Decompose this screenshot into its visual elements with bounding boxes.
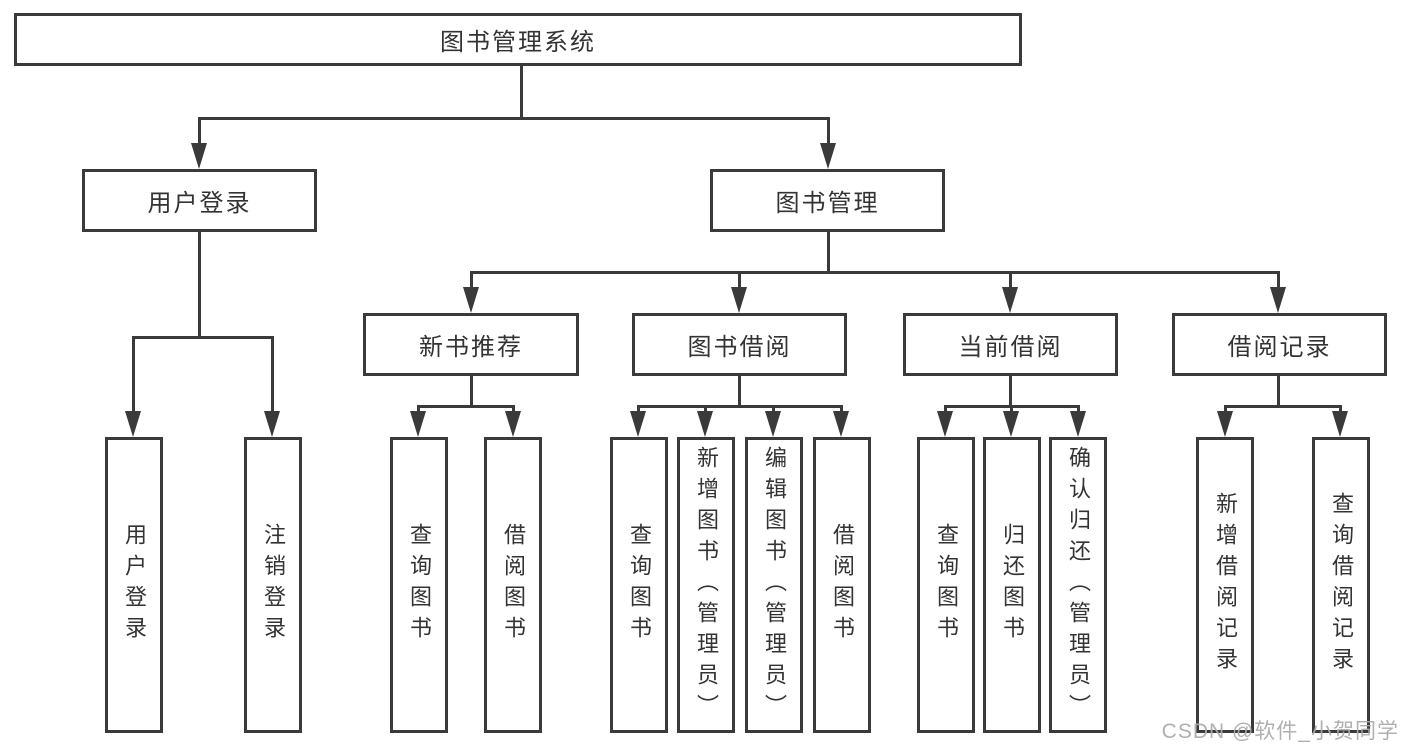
arrowhead-down-icon [937, 411, 953, 437]
node-book-management-label: 图书管理 [775, 190, 880, 217]
arrowhead-down-icon [505, 411, 521, 437]
leaf-edit-book-admin: 编辑图书（管理员） [745, 437, 803, 733]
leaf-query-borrow-record: 查询借阅记录 [1312, 437, 1370, 733]
stem-leaf-logout [271, 337, 274, 419]
leaf-edit-book-admin-label: 编辑图书（管理员） [762, 445, 787, 725]
stem-borrowing-records [1277, 272, 1280, 296]
leaf-borrow-books-recommend-label: 借阅图书 [501, 523, 526, 647]
arrowhead-down-icon [1002, 287, 1018, 313]
node-borrowing-records-label: 借阅记录 [1227, 334, 1332, 361]
arrowhead-down-icon [463, 287, 479, 313]
current-borrowing-trunk-line [1009, 376, 1012, 406]
arrowhead-down-icon [1332, 411, 1348, 437]
leaf-logout-label: 注销登录 [261, 523, 286, 647]
leaf-user-login: 用户登录 [105, 437, 163, 733]
leaf-return-book-label: 归还图书 [1000, 523, 1025, 647]
stem-current-borrowing [1009, 272, 1012, 296]
leaf-query-books-borrow: 查询图书 [610, 437, 668, 733]
node-borrowing-records: 借阅记录 [1172, 313, 1387, 376]
root-trunk-line [520, 66, 523, 118]
new-book-recommend-trunk-line [470, 376, 473, 406]
arrowhead-down-icon [630, 411, 646, 437]
leaf-add-book-admin: 新增图书（管理员） [677, 437, 735, 733]
node-current-borrowing: 当前借阅 [903, 313, 1118, 376]
borrowing-records-trunk-line [1277, 376, 1280, 406]
leaf-confirm-return-admin-label: 确认归还（管理员） [1066, 445, 1091, 725]
node-library-system-label: 图书管理系统 [440, 29, 596, 56]
node-new-book-recommend-label: 新书推荐 [419, 334, 523, 361]
leaf-user-login-label: 用户登录 [122, 523, 147, 647]
leaf-query-books-current: 查询图书 [917, 437, 975, 733]
arrowhead-down-icon [697, 411, 713, 437]
node-book-management: 图书管理 [710, 169, 945, 232]
arrowhead-down-icon [1270, 287, 1286, 313]
arrowhead-down-icon [1070, 411, 1086, 437]
node-user-login-label: 用户登录 [147, 190, 252, 217]
book-management-splitter-line [470, 271, 1280, 274]
leaf-add-borrow-record-label: 新增借阅记录 [1213, 492, 1238, 678]
arrowhead-down-icon [191, 143, 207, 169]
arrowhead-down-icon [125, 411, 141, 437]
leaf-query-books-current-label: 查询图书 [934, 523, 959, 647]
arrowhead-down-icon [765, 411, 781, 437]
root-splitter-line [198, 117, 830, 120]
node-new-book-recommend: 新书推荐 [363, 313, 579, 376]
arrowhead-down-icon [820, 143, 836, 169]
leaf-add-book-admin-label: 新增图书（管理员） [694, 445, 719, 725]
leaf-borrow-books-label: 借阅图书 [830, 523, 855, 647]
arrowhead-down-icon [410, 411, 426, 437]
new-book-recommend-splitter-line [417, 405, 515, 408]
book-borrowing-splitter-line [637, 405, 843, 408]
stem-user-login [198, 118, 201, 150]
leaf-logout: 注销登录 [244, 437, 302, 733]
stem-leaf-user-login [132, 337, 135, 419]
node-book-borrowing: 图书借阅 [632, 313, 847, 376]
arrowhead-down-icon [1217, 411, 1233, 437]
leaf-add-borrow-record: 新增借阅记录 [1196, 437, 1254, 733]
leaf-borrow-books-recommend: 借阅图书 [484, 437, 542, 733]
leaf-query-books-recommend: 查询图书 [390, 437, 448, 733]
borrowing-records-splitter-line [1224, 405, 1342, 408]
arrowhead-down-icon [833, 411, 849, 437]
arrowhead-down-icon [731, 287, 747, 313]
leaf-query-books-borrow-label: 查询图书 [627, 523, 652, 647]
book-management-trunk-line [827, 232, 830, 272]
leaf-borrow-books: 借阅图书 [813, 437, 871, 733]
arrowhead-down-icon [1003, 411, 1019, 437]
stem-new-book-recommend [470, 272, 473, 296]
leaf-query-books-recommend-label: 查询图书 [407, 523, 432, 647]
leaf-return-book: 归还图书 [983, 437, 1041, 733]
node-current-borrowing-label: 当前借阅 [958, 334, 1063, 361]
stem-book-management [827, 118, 830, 150]
stem-book-borrowing [738, 272, 741, 296]
arrowhead-down-icon [264, 411, 280, 437]
node-book-borrowing-label: 图书借阅 [687, 334, 792, 361]
user-login-splitter-line [132, 336, 274, 339]
leaf-confirm-return-admin: 确认归还（管理员） [1049, 437, 1107, 733]
book-borrowing-trunk-line [738, 376, 741, 406]
node-user-login: 用户登录 [82, 169, 317, 232]
leaf-query-borrow-record-label: 查询借阅记录 [1329, 492, 1354, 678]
user-login-trunk-line [198, 232, 201, 337]
node-library-system: 图书管理系统 [14, 13, 1022, 66]
csdn-watermark: CSDN @软件_小贺同学 [1161, 720, 1399, 743]
